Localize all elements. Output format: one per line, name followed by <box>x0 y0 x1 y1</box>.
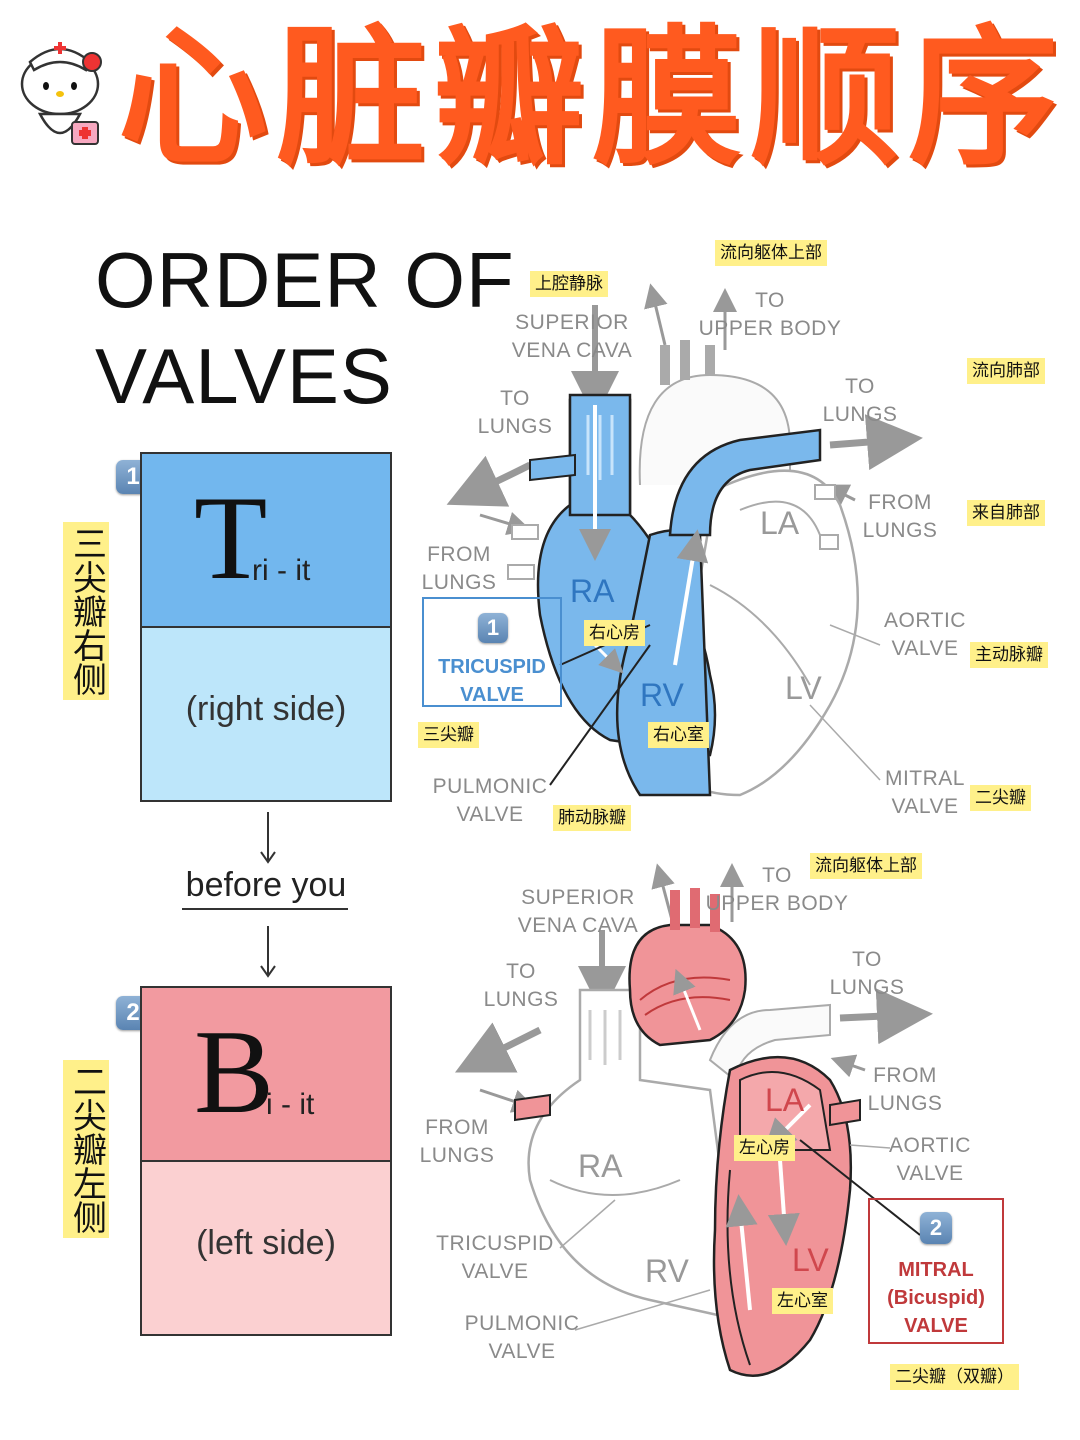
label-to-upper-body: TO UPPER BODY <box>695 287 845 343</box>
label-superior-vena-cava: SUPERIOR VENA CAVA <box>502 309 642 365</box>
label-aortic-valve-text: AORTIC VALVE <box>884 609 966 660</box>
note-aortic: 主动脉瓣 <box>970 642 1048 668</box>
chamber-lv: LV <box>785 670 822 706</box>
chamber-rv-2: RV <box>645 1253 689 1289</box>
label-aortic-valve: AORTIC VALVE <box>875 607 975 663</box>
label-from-lungs-left-text: FROM LUNGS <box>421 543 497 594</box>
label-tricuspid-valve-2: TRICUSPID VALVE <box>430 1230 560 1286</box>
label-to-lungs-right: TO LUNGS <box>815 373 905 429</box>
label-to-upper-body-2: TO UPPER BODY <box>702 862 852 918</box>
before-you-underline <box>182 908 348 910</box>
tricuspid-side-label-text: 三尖瓣右侧 <box>66 526 107 696</box>
label-from-lungs-right: FROM LUNGS <box>855 489 945 545</box>
label-mitral-valve: MITRAL VALVE <box>880 765 970 821</box>
bicuspid-letter: B <box>194 1005 275 1138</box>
note-rv: 右心室 <box>648 722 709 748</box>
heading-line-1: ORDER OF <box>95 236 515 324</box>
page-title: 心脏瓣膜顺序 <box>118 12 1067 186</box>
down-arrow-icon <box>260 926 276 978</box>
label-from-lungs-right-text: FROM LUNGS <box>862 491 938 542</box>
label-aortic-valve-2-text: AORTIC VALVE <box>889 1134 971 1185</box>
bicuspid-side-label-text: 二尖瓣左侧 <box>66 1064 107 1234</box>
label-to-lungs-left: TO LUNGS <box>470 385 560 441</box>
label-to-lungs-left-2-text: TO LUNGS <box>483 960 559 1011</box>
tricuspid-card-top: T ri - it <box>142 454 390 628</box>
label-to-upper-body-2-text: TO UPPER BODY <box>705 864 849 915</box>
label-tricuspid-valve-2-text: TRICUSPID VALVE <box>436 1232 554 1283</box>
note-lv: 左心室 <box>772 1288 833 1314</box>
label-to-lungs-right-2: TO LUNGS <box>822 946 912 1002</box>
tricuspid-letter: T <box>194 471 268 604</box>
mitral-valve-callout-text: MITRAL (Bicuspid) VALVE <box>887 1259 985 1337</box>
heart-diagram-tricuspid: SUPERIOR VENA CAVA TO UPPER BODY TO LUNG… <box>410 235 1080 845</box>
chamber-ra-2: RA <box>578 1148 623 1184</box>
note-upper-body-2: 流向躯体上部 <box>810 853 922 879</box>
note-svc: 上腔静脉 <box>530 271 608 297</box>
heart-diagram-mitral: SUPERIOR VENA CAVA TO UPPER BODY TO LUNG… <box>410 850 1080 1395</box>
label-to-lungs-right-2-text: TO LUNGS <box>829 948 905 999</box>
label-aortic-valve-2: AORTIC VALVE <box>880 1132 980 1188</box>
note-to-lungs: 流向肺部 <box>967 358 1045 384</box>
bicuspid-mnemonic-card: B i - it (left side) <box>140 986 392 1336</box>
bicuspid-side-text: (left side) <box>196 1224 336 1262</box>
chamber-rv: RV <box>640 677 684 713</box>
note-la: 左心房 <box>734 1135 795 1161</box>
chamber-la-2: LA <box>765 1082 805 1118</box>
label-from-lungs-right-2: FROM LUNGS <box>860 1062 950 1118</box>
chamber-ra: RA <box>570 573 615 609</box>
tricuspid-side-label: 三尖瓣右侧 <box>63 522 109 700</box>
note-mitral: 二尖瓣 <box>970 785 1031 811</box>
mitral-valve-callout: 2 MITRAL (Bicuspid) VALVE <box>868 1198 1004 1344</box>
label-to-upper-body-text: TO UPPER BODY <box>698 289 842 340</box>
down-arrow-icon <box>260 812 276 864</box>
label-from-lungs-left: FROM LUNGS <box>414 541 504 597</box>
label-superior-vena-cava-text: SUPERIOR VENA CAVA <box>511 311 633 362</box>
note-tricuspid: 三尖瓣 <box>418 722 479 748</box>
tricuspid-side-text: (right side) <box>185 690 347 728</box>
label-from-lungs-right-2-text: FROM LUNGS <box>867 1064 943 1115</box>
bicuspid-side-label: 二尖瓣左侧 <box>63 1060 109 1238</box>
heart-illustration-right-side <box>446 283 923 797</box>
label-pulmonic-valve-2: PULMONIC VALVE <box>454 1310 590 1366</box>
before-you-text: before you <box>185 866 347 904</box>
tricuspid-valve-callout: 1 TRICUSPID VALVE <box>422 597 562 707</box>
chamber-lv-2: LV <box>792 1242 829 1278</box>
nurse-kitty-icon <box>20 42 102 145</box>
note-ra: 右心房 <box>584 620 645 646</box>
label-pulmonic-valve: PULMONIC VALVE <box>422 773 558 829</box>
label-to-lungs-left-2: TO LUNGS <box>476 958 566 1014</box>
callout-badge-2: 2 <box>920 1212 952 1244</box>
label-mitral-valve-text: MITRAL VALVE <box>884 767 965 818</box>
order-of-valves-heading: ORDER OF VALVES <box>95 232 515 424</box>
chamber-la: LA <box>760 505 800 541</box>
callout-badge-1: 1 <box>478 613 508 643</box>
tricuspid-card-bottom: (right side) <box>142 628 390 800</box>
label-to-lungs-right-text: TO LUNGS <box>822 375 898 426</box>
tricuspid-suffix: ri - it <box>252 554 311 587</box>
tricuspid-valve-callout-text: TRICUSPID VALVE <box>438 656 546 706</box>
label-from-lungs-left-2-text: FROM LUNGS <box>419 1116 495 1167</box>
label-to-lungs-left-text: TO LUNGS <box>477 387 553 438</box>
note-upper-body: 流向躯体上部 <box>715 240 827 266</box>
label-from-lungs-left-2: FROM LUNGS <box>412 1114 502 1170</box>
heading-line-2: VALVES <box>95 332 393 420</box>
label-superior-vena-cava-2: SUPERIOR VENA CAVA <box>508 884 648 940</box>
label-pulmonic-valve-text: PULMONIC VALVE <box>432 775 548 826</box>
bicuspid-suffix: i - it <box>266 1088 315 1121</box>
label-pulmonic-valve-2-text: PULMONIC VALVE <box>464 1312 580 1363</box>
note-mitral-bicuspid: 二尖瓣（双瓣） <box>890 1364 1019 1390</box>
label-superior-vena-cava-2-text: SUPERIOR VENA CAVA <box>517 886 639 937</box>
bicuspid-card-bottom: (left side) <box>142 1162 390 1334</box>
note-from-lungs: 来自肺部 <box>967 500 1045 526</box>
tricuspid-mnemonic-card: T ri - it (right side) <box>140 452 392 802</box>
note-pulmonic: 肺动脉瓣 <box>553 805 631 831</box>
bicuspid-card-top: B i - it <box>142 988 390 1162</box>
